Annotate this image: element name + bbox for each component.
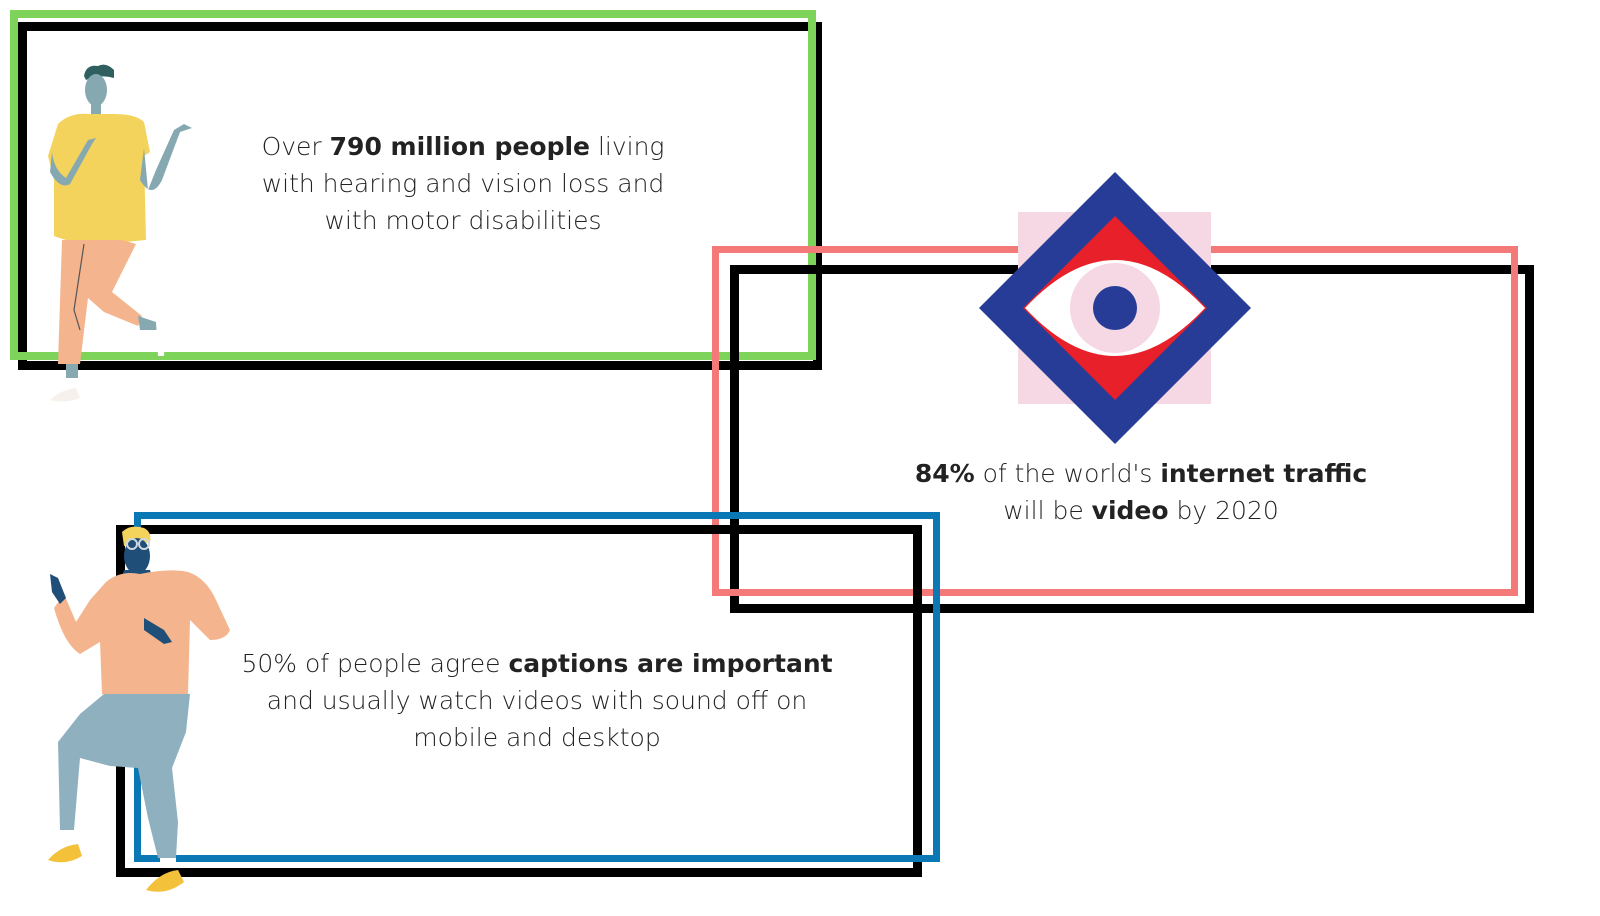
stat-1-line-3: with motor disabilities — [324, 206, 602, 235]
stat-1-line-1: Over 790 million people living — [261, 132, 665, 161]
stat-3-line-2: and usually watch videos with sound off … — [266, 686, 808, 715]
stat-2-line-1: 84% of the world's internet traffic — [914, 459, 1368, 488]
eye-in-diamond-icon — [979, 172, 1251, 444]
standing-person-illustration — [48, 64, 192, 402]
stat-1-line-2: with hearing and vision loss and — [261, 169, 665, 198]
dancing-person-illustration — [48, 526, 230, 892]
card-1-black-frame — [18, 22, 822, 370]
stat-2-line-2: will be video by 2020 — [1003, 496, 1279, 525]
card-1-green-frame — [10, 10, 816, 360]
stat-captions-important: 50% of people agree captions are importa… — [232, 645, 842, 756]
stat-3-line-3: mobile and desktop — [413, 723, 661, 752]
stat-hearing-vision-loss: Over 790 million people living with hear… — [225, 128, 701, 239]
stat-internet-traffic-video: 84% of the world's internet traffic will… — [896, 455, 1386, 529]
stat-3-line-1: 50% of people agree captions are importa… — [241, 649, 833, 678]
